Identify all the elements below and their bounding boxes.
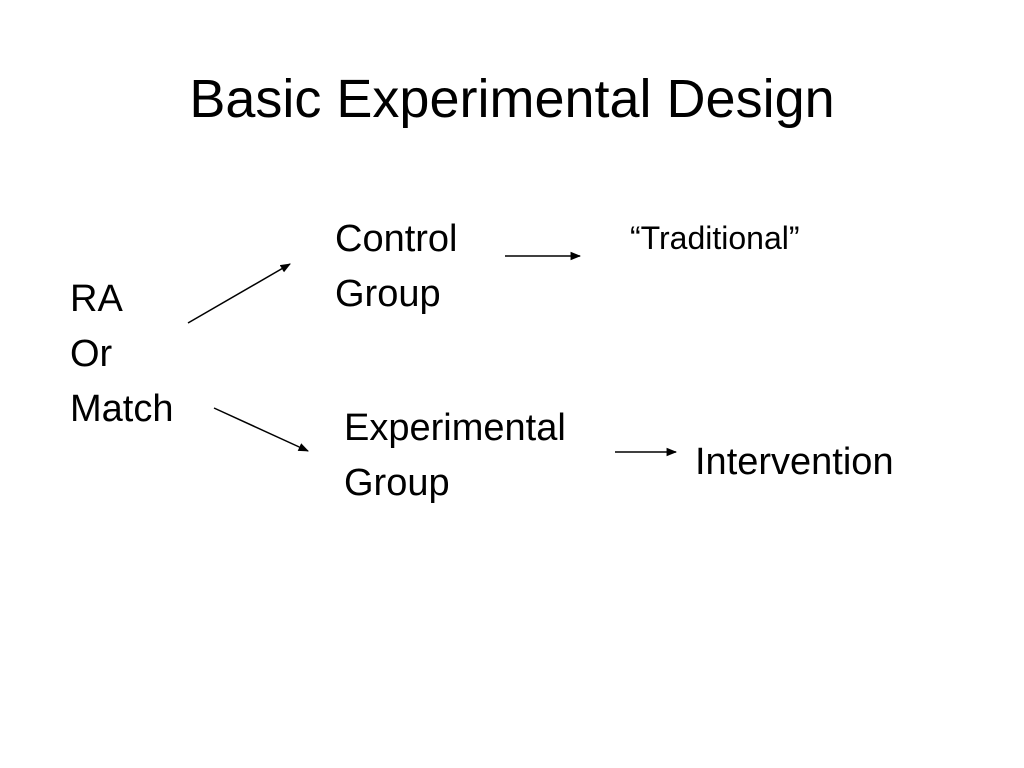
control-group-line-2: Group (335, 273, 441, 315)
traditional-outcome-label: “Traditional” (630, 220, 800, 256)
arrow-to-experimental-group (213, 407, 309, 452)
assignment-line-1: RA (70, 278, 123, 320)
intervention-outcome-label: Intervention (695, 441, 894, 483)
assignment-node: RA Or Match (70, 272, 173, 437)
assignment-line-3: Match (70, 388, 174, 430)
experimental-group-node: Experimental Group (344, 401, 566, 511)
control-group-line-1: Control (335, 218, 458, 260)
assignment-line-2: Or (70, 333, 113, 375)
slide-title: Basic Experimental Design (189, 69, 835, 129)
control-group-node: Control Group (335, 212, 458, 322)
arrow-to-control-group (187, 263, 291, 324)
experimental-group-line-1: Experimental (344, 407, 566, 449)
experimental-group-line-2: Group (344, 462, 450, 504)
